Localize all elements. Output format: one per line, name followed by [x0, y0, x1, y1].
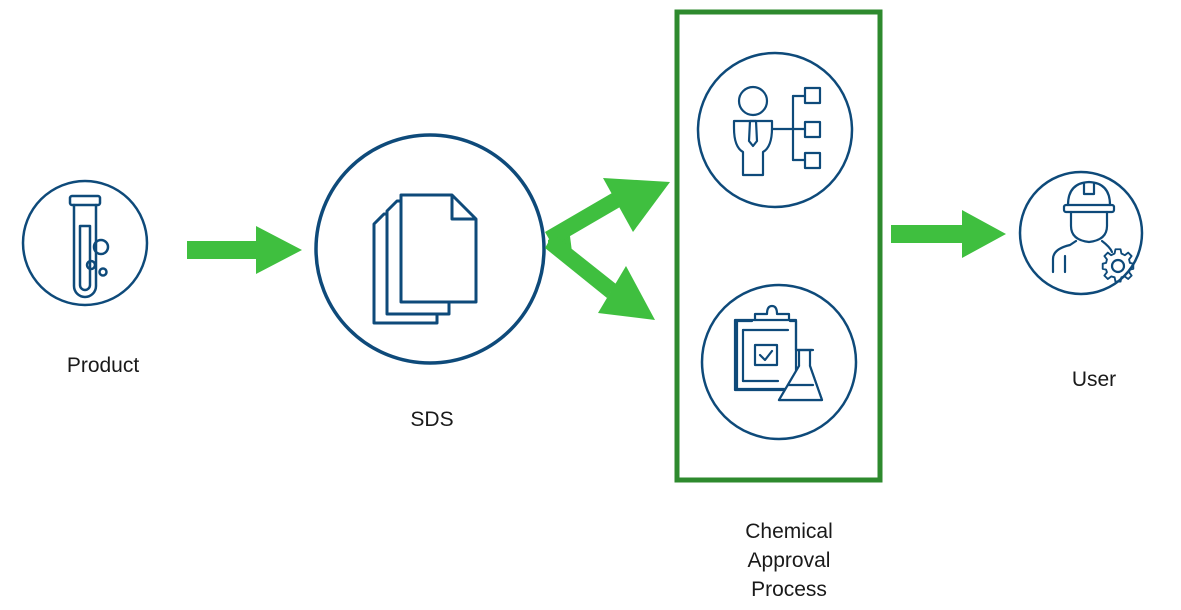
approval-label: Chemical Approval Process — [745, 517, 833, 604]
product-circle — [21, 179, 149, 307]
approval-label-line-3: Process — [751, 578, 827, 601]
sds-circle — [314, 133, 546, 365]
product-node — [21, 179, 149, 307]
user-label: User — [1071, 368, 1117, 391]
sds-label: SDS — [410, 408, 454, 431]
approval-box-border — [674, 9, 883, 483]
documents-icon — [372, 193, 478, 325]
user-node — [1018, 170, 1144, 296]
worker-gear-icon — [1051, 180, 1135, 283]
arrow-product-to-sds — [187, 226, 302, 274]
clipboard-flask-icon — [733, 304, 824, 402]
approval-box — [674, 9, 883, 483]
test-tube-icon — [68, 194, 110, 299]
sds-node — [314, 133, 546, 365]
approval-label-line-2: Approval — [747, 549, 831, 572]
arrow-approval-to-user — [891, 210, 1006, 258]
approval-bottom-circle — [700, 283, 858, 441]
approval-label-line-1: Chemical — [745, 520, 833, 543]
approval-top-circle — [696, 51, 854, 209]
product-label: Product — [66, 354, 140, 377]
person-hierarchy-icon — [732, 85, 822, 177]
arrow-sds-to-approval — [545, 178, 670, 320]
user-circle — [1018, 170, 1144, 296]
